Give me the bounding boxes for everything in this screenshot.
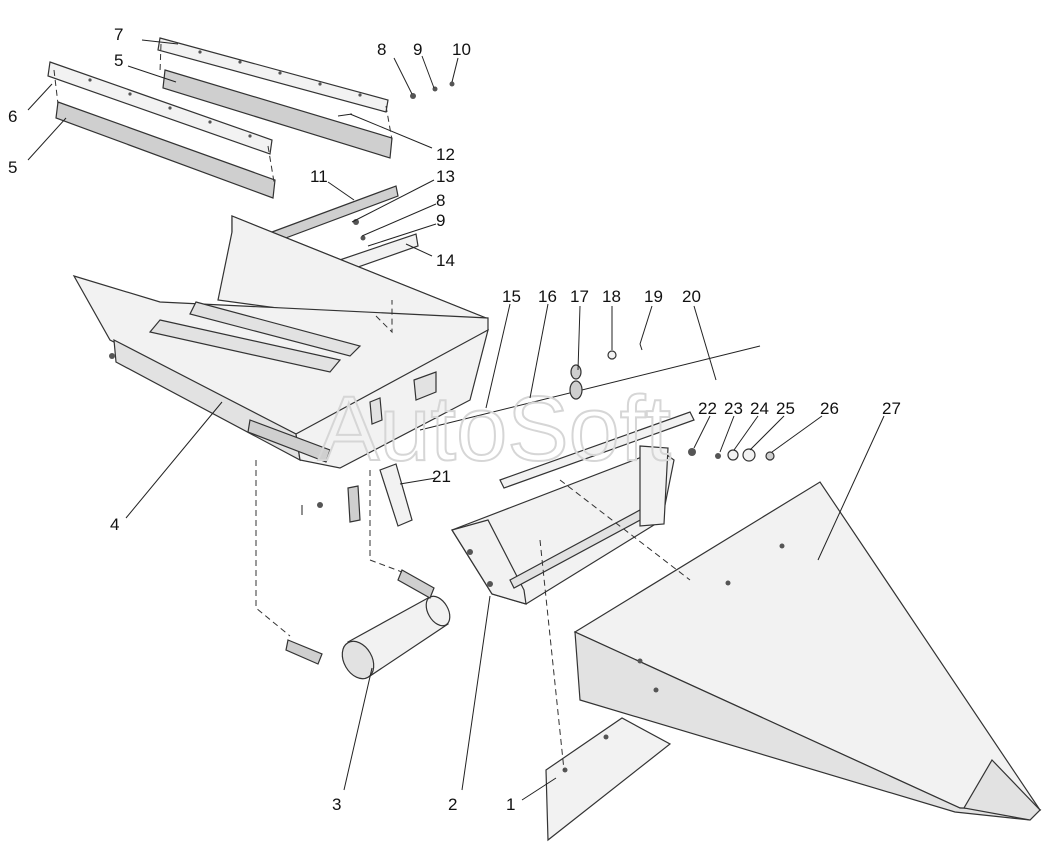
- callout-21: 21: [432, 467, 451, 486]
- callout-5-upper: 5: [114, 51, 123, 70]
- fasteners-22-26: [688, 448, 775, 462]
- part-rail-7: [157, 37, 389, 113]
- callout-13: 13: [436, 167, 455, 186]
- callout-4: 4: [110, 515, 119, 534]
- callout-22: 22: [698, 399, 717, 418]
- part-rail-6: [47, 61, 273, 155]
- part-body-4: [72, 215, 489, 469]
- callout-9-top: 9: [413, 40, 422, 59]
- callout-16: 16: [538, 287, 557, 306]
- callout-24: 24: [750, 399, 769, 418]
- callout-25: 25: [776, 399, 795, 418]
- part-frame-2: [451, 445, 675, 605]
- callout-11: 11: [310, 167, 328, 186]
- part-roller-3: [285, 569, 451, 680]
- callout-18: 18: [602, 287, 621, 306]
- callout-8-top: 8: [377, 40, 386, 59]
- callout-26: 26: [820, 399, 839, 418]
- shaft-20: [419, 345, 761, 489]
- watermark: AutoSoft: [318, 378, 671, 480]
- dashed-assembly-lines: [53, 43, 691, 771]
- callout-2: 2: [448, 795, 457, 814]
- callout-27: 27: [882, 399, 901, 418]
- part-strip-5-lower: [55, 101, 276, 199]
- callout-10: 10: [452, 40, 471, 59]
- callout-8-mid: 8: [436, 191, 445, 210]
- callout-12: 12: [436, 145, 455, 164]
- fasteners-17-18-19: [569, 343, 643, 400]
- callout-15: 15: [502, 287, 521, 306]
- callout-9-mid: 9: [436, 211, 445, 230]
- callout-23: 23: [724, 399, 743, 418]
- callout-20: 20: [682, 287, 701, 306]
- callout-3: 3: [332, 795, 341, 814]
- part-strip-5-upper: [162, 69, 393, 159]
- fasteners-left: [301, 502, 323, 515]
- callout-labels: 7 5 6 5 8 9 10 12 11 13 8 9 14 15 16 17 …: [8, 25, 901, 814]
- callout-17: 17: [570, 287, 589, 306]
- callout-1: 1: [506, 795, 515, 814]
- part-wedge-27: [573, 481, 1042, 821]
- part-hanger-21: [347, 463, 413, 527]
- part-strip-11: [271, 185, 399, 243]
- callout-6: 6: [8, 107, 17, 126]
- callout-7: 7: [114, 25, 123, 44]
- part-plate-1: [545, 717, 672, 842]
- callout-5-lower: 5: [8, 158, 17, 177]
- callout-14: 14: [436, 251, 455, 270]
- leader-lines: [27, 39, 885, 801]
- callout-19: 19: [644, 287, 663, 306]
